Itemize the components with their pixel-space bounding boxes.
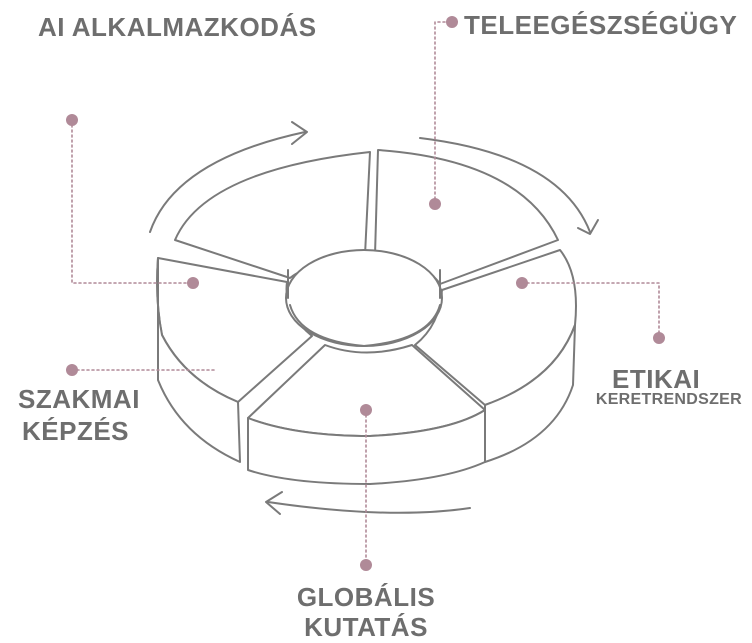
- label-keretrendszer: KERETRENDSZER: [595, 391, 742, 408]
- arrowhead-bottom: [265, 491, 283, 515]
- dot-tele-end: [429, 198, 441, 210]
- label-etikai: ETIKAI: [612, 364, 701, 394]
- dot-etikai-start: [516, 277, 528, 289]
- arrowhead-top-right: [577, 219, 599, 235]
- label-globalis: GLOBÁLIS: [296, 582, 436, 612]
- dot-ai-start: [66, 114, 78, 126]
- dot-global-start: [360, 404, 372, 416]
- dot-global-end: [360, 559, 372, 571]
- arrow-top-right: [419, 137, 591, 233]
- dot-szakmai: [66, 364, 78, 376]
- arrow-top-left: [149, 131, 306, 233]
- arrow-bottom: [267, 501, 471, 514]
- arrowhead-top-left: [291, 121, 308, 145]
- dot-ai-end: [187, 277, 199, 289]
- label-teleegeszsegugy: TELEEGÉSZSÉGÜGY: [464, 10, 738, 40]
- segment-szakmai-wall: [156, 257, 241, 463]
- segment-etikai-wall: [484, 324, 576, 463]
- label-kepzes: KÉPZÉS: [22, 416, 130, 446]
- label-ai-alkalmazkodas: AI ALKALMAZKODÁS: [38, 12, 317, 42]
- leader-ai: [71, 119, 191, 284]
- dot-tele-start: [446, 16, 458, 28]
- leader-tele: [434, 21, 451, 205]
- label-szakmai: SZAKMAI: [18, 384, 140, 414]
- leader-etikai: [521, 282, 660, 339]
- label-kutatas: KUTATÁS: [304, 612, 428, 642]
- inner-hole-wall: [287, 269, 441, 299]
- dot-etikai-end: [653, 332, 665, 344]
